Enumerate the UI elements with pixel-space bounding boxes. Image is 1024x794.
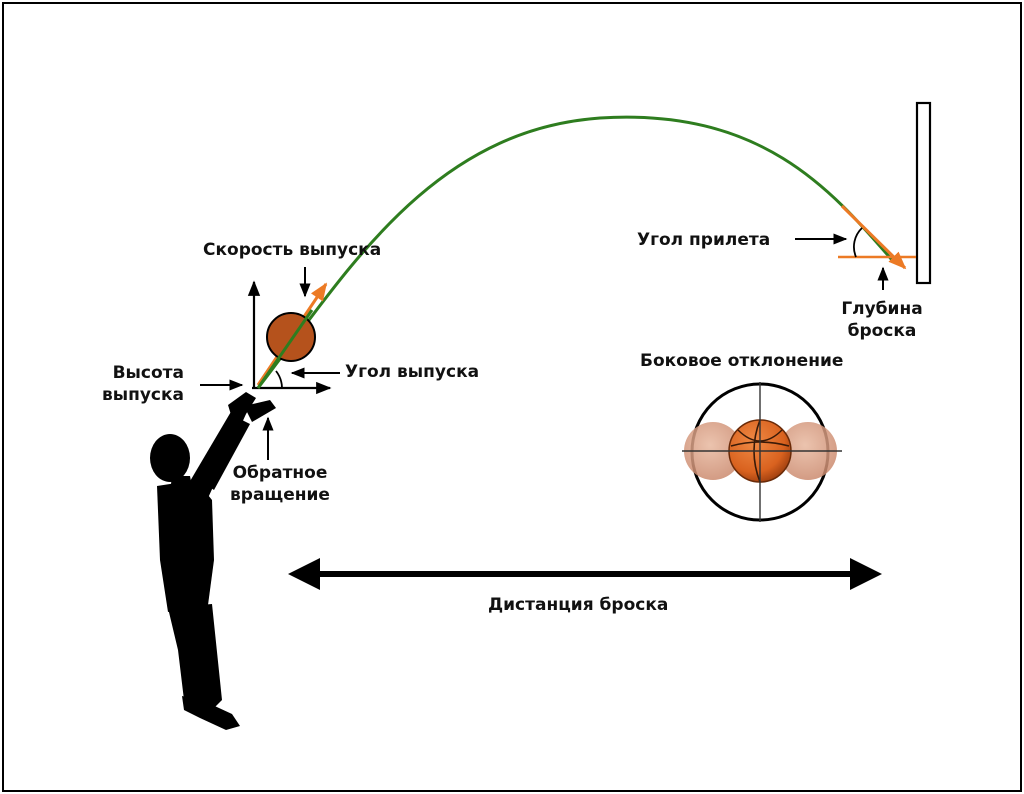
- backspin-label-line1: Обратное: [232, 463, 328, 483]
- entry-angle-marks: [838, 204, 916, 270]
- shot-trajectory: [256, 115, 894, 389]
- lateral-deviation-label: Боковое отклонение: [640, 351, 844, 371]
- release-height-label-line2: выпуска: [101, 385, 184, 405]
- release-height-label: Высота выпуска: [92, 362, 184, 406]
- shot-depth-label-line1: Глубина: [841, 299, 923, 319]
- shot-depth-label: Глубина броска: [830, 298, 934, 342]
- backboard-icon: [915, 101, 932, 285]
- player-silhouette-icon: [150, 392, 276, 730]
- release-angle-label: Угол выпуска: [345, 362, 480, 382]
- entry-angle-label: Угол прилета: [637, 230, 771, 250]
- pointer-arrows: [200, 233, 889, 460]
- backspin-label: Обратное вращение: [223, 462, 337, 506]
- crosshair-target-icon: [682, 382, 842, 522]
- backspin-label-line2: вращение: [230, 485, 330, 505]
- basketball-icon: [266, 312, 316, 362]
- release-height-label-line1: Высота: [112, 363, 184, 383]
- shot-depth-label-line2: броска: [847, 321, 917, 341]
- shot-distance-label: Дистанция броска: [488, 595, 669, 615]
- release-speed-label: Скорость выпуска: [203, 240, 382, 260]
- release-axes: [247, 280, 332, 395]
- shot-distance-arrow: [288, 558, 882, 590]
